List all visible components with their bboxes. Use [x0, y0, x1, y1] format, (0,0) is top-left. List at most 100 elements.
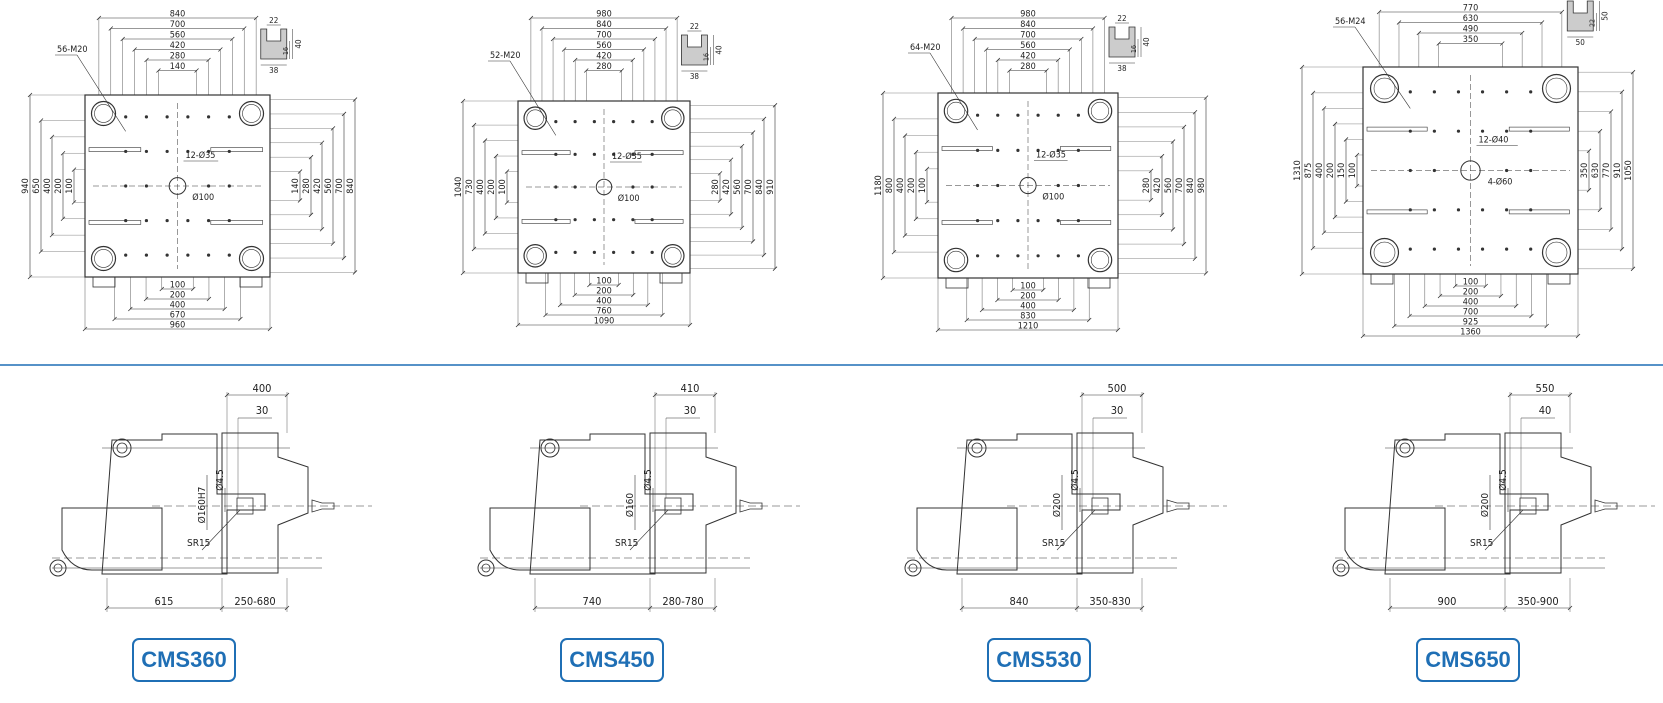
model-button-cms450[interactable]: CMS450	[560, 638, 664, 682]
model-button-cms530[interactable]: CMS530	[987, 638, 1091, 682]
dimension-label: 100	[596, 277, 611, 287]
dimension-label: Ø200	[1479, 493, 1491, 518]
base-frame	[916, 507, 1018, 571]
center-callout: Ø100	[1042, 192, 1064, 203]
drawing-outline	[1091, 497, 1109, 515]
dimension-label: 40	[1142, 37, 1151, 47]
dimension-label: 420	[596, 52, 611, 62]
center-callout: Ø100	[618, 193, 640, 204]
thread-hole	[554, 250, 558, 254]
dimension-label: 280	[711, 179, 721, 194]
dimension-label: 630	[1463, 14, 1478, 24]
thread-hole	[144, 149, 149, 154]
dimension-label: 1210	[1018, 322, 1039, 332]
drawing-outline	[84, 94, 271, 278]
thread-hole	[186, 115, 190, 119]
dimension-label: 840	[1010, 595, 1029, 608]
thread-hole	[124, 115, 128, 119]
dimension-label: 1090	[594, 317, 615, 327]
dimension-label: 490	[1463, 25, 1478, 35]
dimension-label: 100	[1463, 278, 1478, 288]
thread-hole	[996, 219, 1000, 223]
dimension-label: 22	[269, 16, 278, 25]
thread-hole	[124, 184, 128, 188]
thread-hole	[124, 253, 128, 257]
tie-bar-hole	[94, 249, 113, 268]
drawing-outline	[941, 146, 993, 151]
thread-hole	[1432, 129, 1436, 133]
dimension-label: 150	[1337, 163, 1347, 178]
dimension-label: 200	[907, 178, 917, 193]
dimension-label: 1360	[1460, 328, 1481, 338]
dimension-label: 400	[896, 178, 906, 193]
drawing-outline	[1362, 66, 1579, 275]
thread-hole	[631, 185, 635, 189]
center-callout: Ø100	[192, 192, 214, 203]
thread-hole	[186, 149, 190, 154]
dimension-label: 840	[596, 20, 611, 30]
dimension-label: 740	[583, 595, 602, 608]
dimension-label: 400	[170, 301, 185, 311]
dimension-label: 700	[596, 31, 611, 41]
thread-hole	[612, 120, 616, 124]
thread-hole	[165, 149, 169, 154]
dimension-label: 200	[54, 178, 64, 193]
thread-hole	[227, 253, 231, 257]
drawing-outline	[210, 220, 263, 225]
tie-bar-hole	[242, 104, 261, 123]
dimension-label: Ø4.5	[214, 469, 226, 490]
dimension-label: 550	[1536, 382, 1555, 395]
thread-hole	[976, 113, 980, 117]
dimension-label: 650	[32, 178, 42, 193]
thread-hole	[1056, 254, 1060, 258]
thread-hole	[144, 115, 149, 119]
model-button-cms360[interactable]: CMS360	[132, 638, 236, 682]
thread-hole	[573, 120, 577, 124]
dimension-label: 38	[1117, 64, 1127, 73]
drawing-outline	[210, 147, 263, 152]
dimension-label: 100	[65, 178, 75, 193]
dimension-label: 100	[170, 281, 185, 291]
drawing-outline	[88, 147, 142, 152]
drawing-outline	[521, 150, 571, 155]
dimension-label: 840	[1186, 178, 1196, 193]
thread-hole	[1408, 168, 1412, 173]
dimension-label: 700	[1020, 31, 1035, 41]
tslot-profile	[681, 34, 708, 66]
dimension-label: 280	[1142, 178, 1152, 193]
dimension-label: 830	[1020, 312, 1035, 322]
moving-platen	[1504, 432, 1592, 574]
tie-bar-hole	[1373, 241, 1396, 264]
dimension-label: 615	[155, 595, 174, 608]
dimension-label: Ø200	[1051, 493, 1063, 518]
thread-hole	[1016, 254, 1020, 258]
thread-hole	[1076, 183, 1080, 188]
dimension-label: 22	[1117, 14, 1126, 23]
tie-bar-hole	[238, 100, 265, 127]
dimension-label: 940	[21, 178, 31, 193]
dimension-label: 280	[1020, 62, 1035, 72]
dimension-label: 700	[1175, 178, 1185, 193]
thread-hole	[1505, 168, 1509, 173]
thread-hole	[1480, 129, 1485, 133]
dimension-label: SR15	[1042, 538, 1065, 549]
tie-bar-pin	[1332, 559, 1350, 577]
drawing-outline	[517, 100, 691, 274]
tie-bar-hole	[1545, 241, 1568, 264]
dimension-label: 350-830	[1089, 595, 1130, 608]
dimension-label: 30	[256, 404, 269, 417]
platen-body	[529, 433, 694, 575]
dimension-label: 980	[1020, 10, 1035, 20]
ejector-knob	[739, 499, 763, 513]
thread-hole	[1016, 148, 1020, 152]
dimension-label: Ø160H7	[196, 487, 208, 524]
dimension-label: 30	[1111, 404, 1124, 417]
model-button-cms650[interactable]: CMS650	[1416, 638, 1520, 682]
dimension-label: 1050	[1624, 160, 1634, 181]
thread-hole	[573, 152, 577, 156]
thread-hole	[996, 254, 1000, 258]
dimension-label: 40	[294, 39, 303, 49]
